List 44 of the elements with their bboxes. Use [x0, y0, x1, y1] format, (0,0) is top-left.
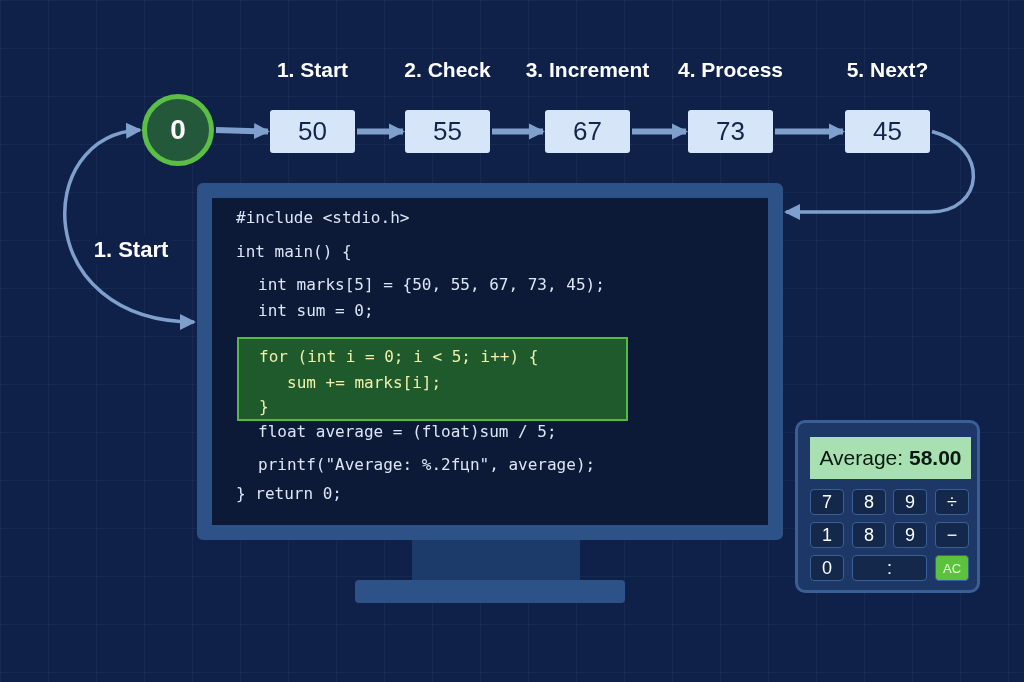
- calculator-key: 9: [893, 522, 927, 548]
- value-card: 55: [405, 110, 490, 153]
- code-line: int marks[5] = {50, 55, 67, 73, 45);: [258, 275, 605, 295]
- step-heading: 3. Increment: [525, 58, 650, 82]
- calculator-display: Average: 58.00: [810, 437, 971, 479]
- step-heading: 1. Start: [275, 58, 350, 82]
- step-heading: 5. Next?: [845, 58, 930, 82]
- calculator-body: [795, 420, 980, 593]
- calculator-key: AC: [935, 555, 969, 581]
- arrow: [784, 129, 976, 220]
- value-card: 45: [845, 110, 930, 153]
- step-heading: 2. Check: [403, 58, 492, 82]
- arrow: [775, 123, 845, 140]
- code-line: int main() {: [236, 242, 352, 262]
- arrow: [357, 123, 405, 140]
- edge-label: 1. Start: [89, 234, 173, 265]
- arrow: [632, 123, 688, 140]
- calculator-key: 7: [810, 489, 844, 515]
- code-line: int sum = 0;: [258, 301, 374, 321]
- start-circle: 0: [142, 94, 214, 166]
- calculator-key: 8: [852, 522, 886, 548]
- code-line: float average = (float)sum / 5;: [258, 422, 557, 442]
- code-line: } return 0;: [236, 484, 342, 504]
- arrow: [63, 124, 196, 329]
- calculator-key: 9: [893, 489, 927, 515]
- code-line: printf("Average: %.2fцn", average);: [258, 455, 596, 475]
- value-card: 73: [688, 110, 773, 153]
- value-card: 67: [545, 110, 630, 153]
- code-line: }: [259, 397, 269, 417]
- code-line: for (int i = 0; i < 5; i++) {: [259, 347, 539, 367]
- calculator-key: :: [852, 555, 927, 581]
- code-line: sum += marks[i];: [287, 373, 442, 393]
- calculator-key: 0: [810, 555, 844, 581]
- code-line: #include <stdio.h>: [236, 208, 410, 228]
- calculator-key: −: [935, 522, 969, 548]
- calculator-key: ÷: [935, 489, 969, 515]
- arrow: [492, 123, 545, 140]
- highlighted-code-block: [237, 337, 628, 421]
- step-heading: 4. Process: [676, 58, 785, 82]
- calculator-key: 8: [852, 489, 886, 515]
- value-card: 50: [270, 110, 355, 153]
- monitor-screen: [197, 183, 783, 540]
- calculator-key: 1: [810, 522, 844, 548]
- arrow: [215, 123, 270, 140]
